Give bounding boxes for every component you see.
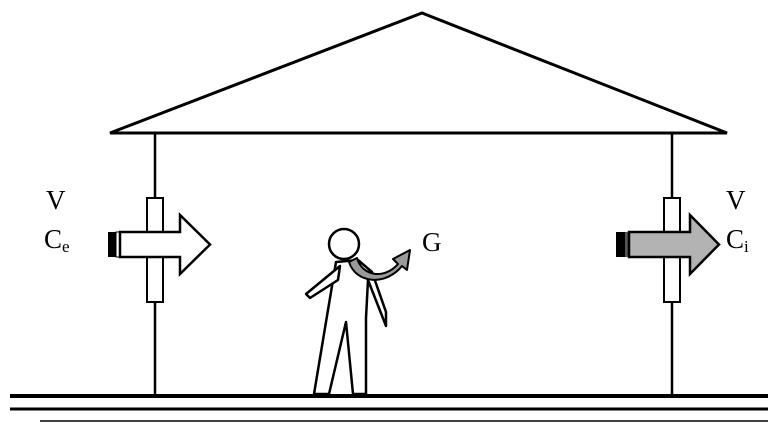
generation-arrow [348, 249, 411, 281]
outgoing-air-arrow [616, 211, 721, 278]
outdoor-concentration-subscript: e [62, 237, 70, 256]
indoor-concentration-label: Ci [726, 224, 749, 256]
generation-label: G [422, 227, 442, 257]
indoor-concentration-subscript: i [744, 237, 749, 256]
indoor-concentration-symbol: C [726, 224, 745, 254]
outdoor-concentration-label: Ce [44, 224, 70, 256]
outdoor-concentration-symbol: C [44, 224, 63, 254]
right-airflow-label: V [726, 185, 746, 215]
house-roof [109, 11, 728, 135]
occupant-figure [304, 227, 388, 396]
incoming-air-arrow [108, 212, 212, 277]
left-airflow-label: V [46, 185, 66, 215]
